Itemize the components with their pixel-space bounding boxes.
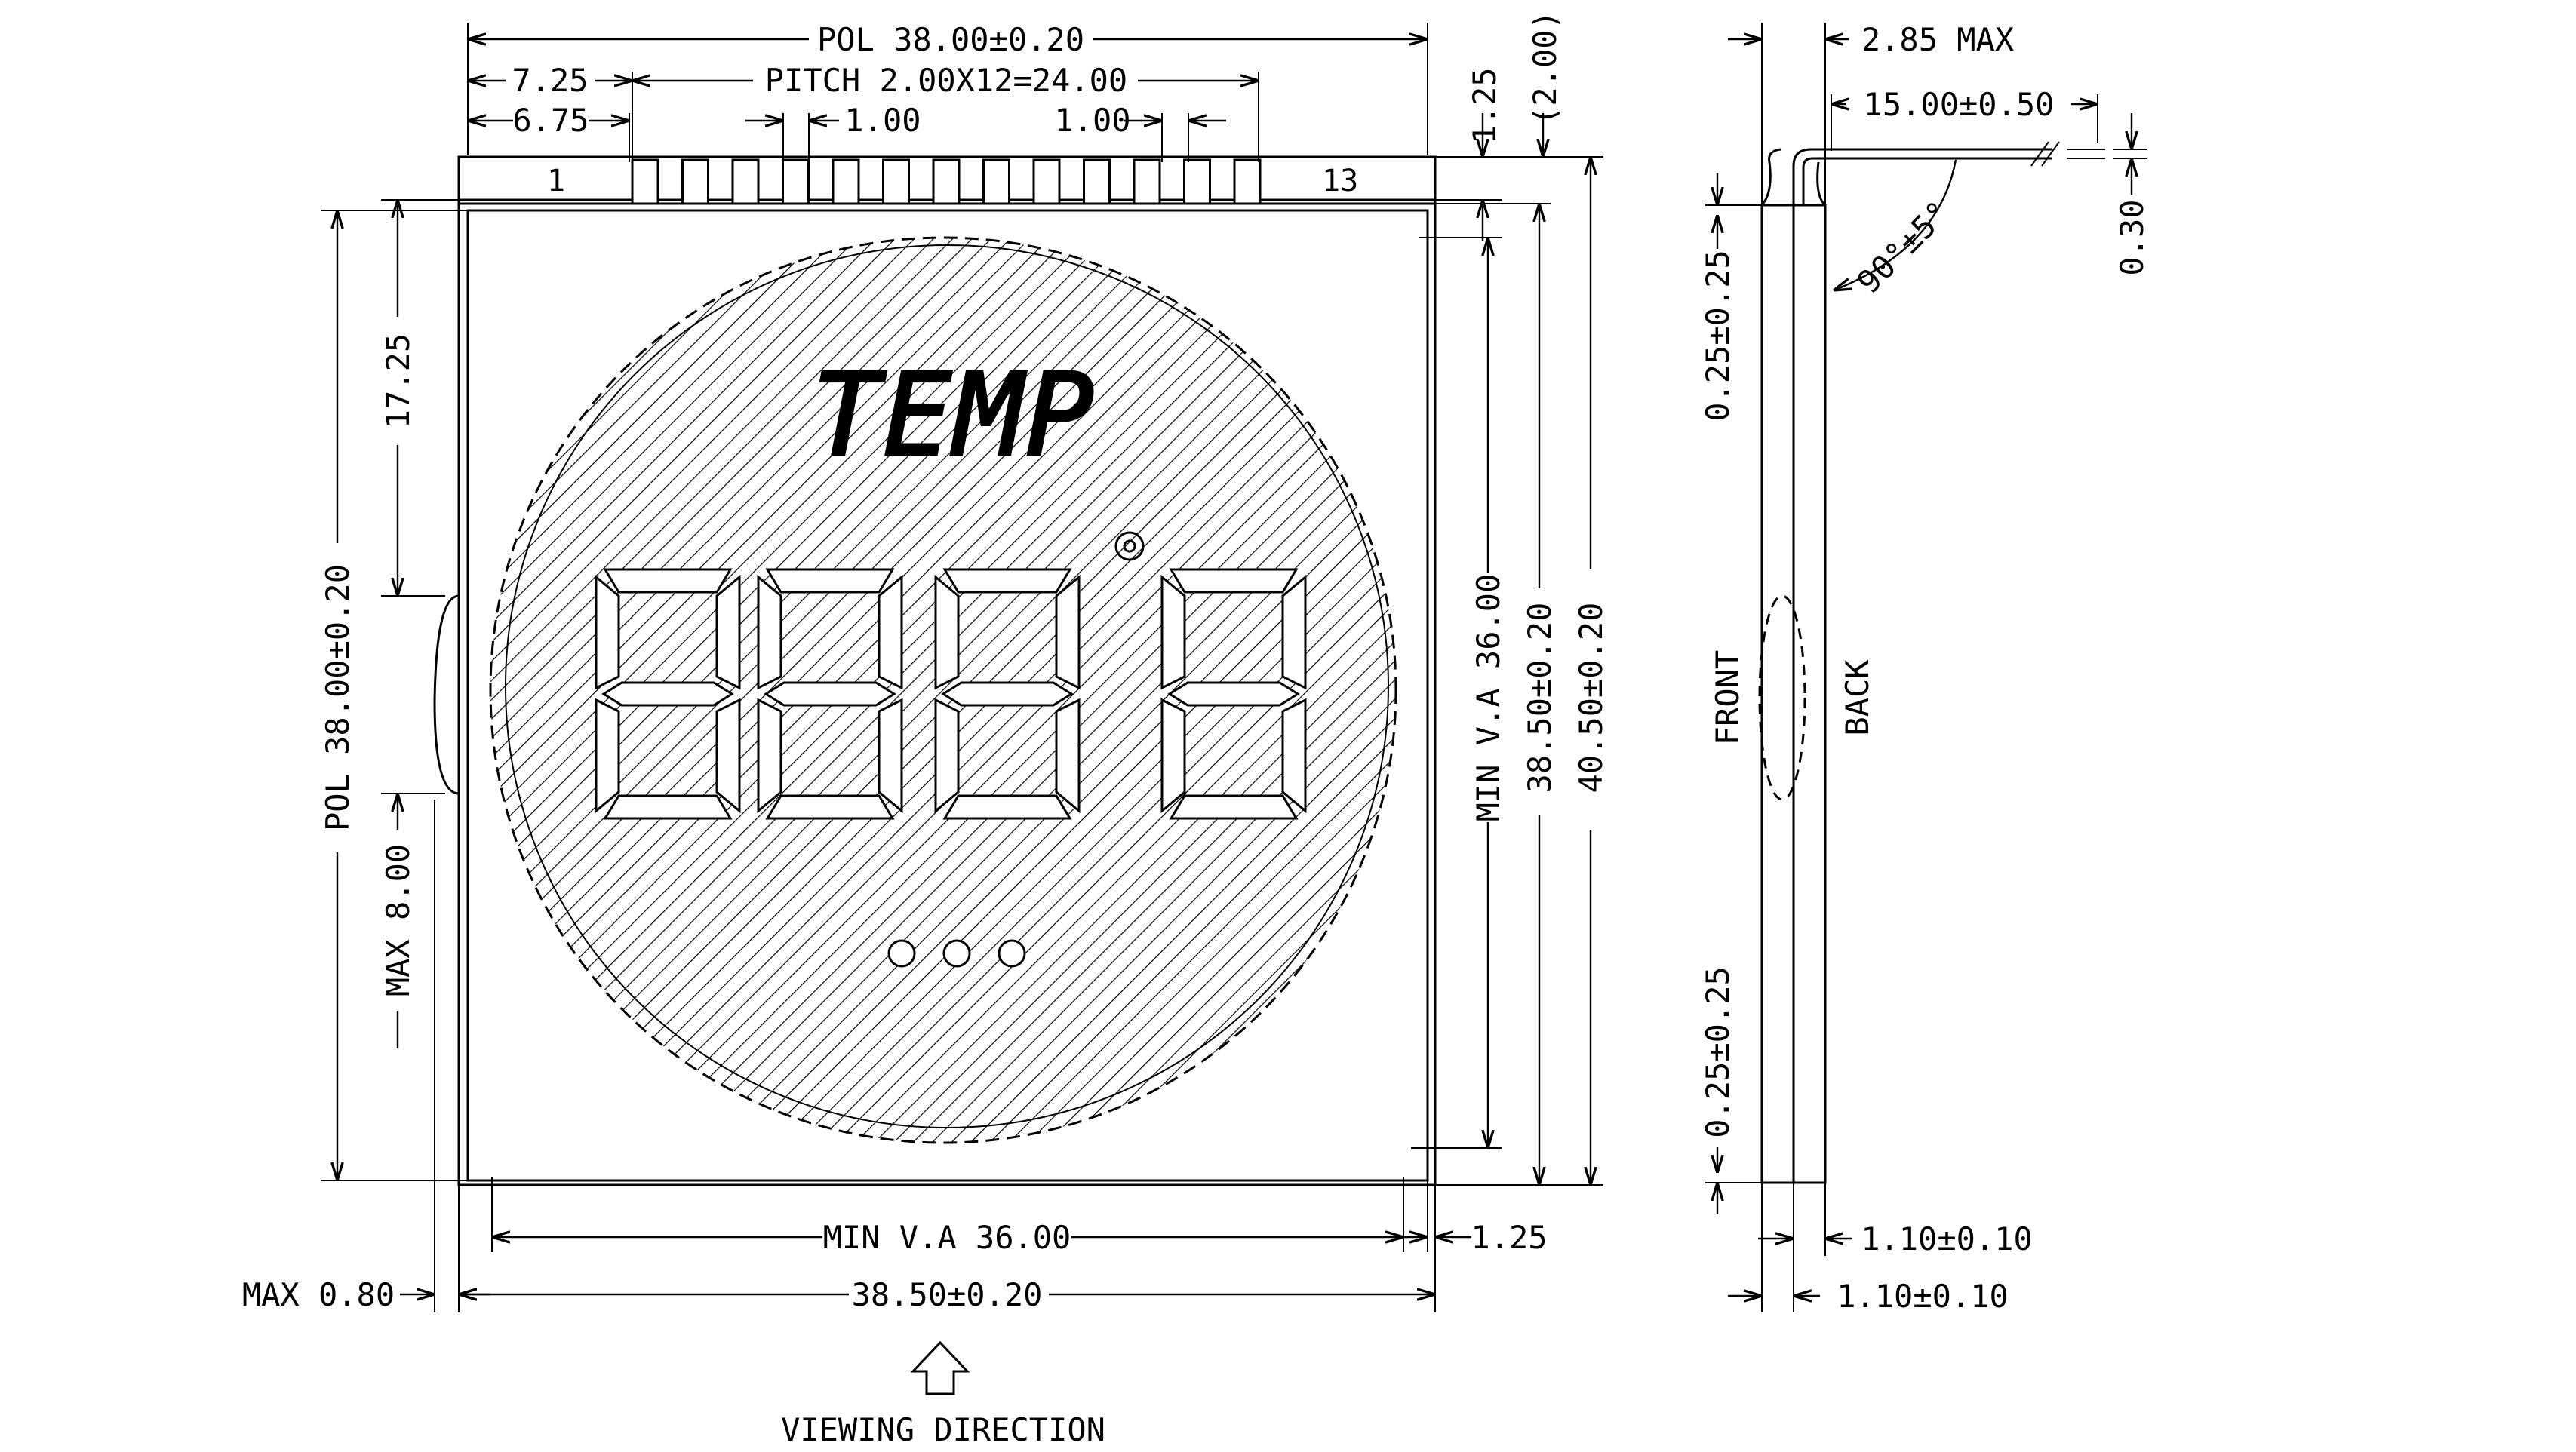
digit-segment: [715, 698, 741, 814]
digit-segment: [757, 574, 782, 690]
digit-segment: [1055, 698, 1081, 814]
viewing-direction-label: VIEWING DIRECTION: [781, 1411, 1105, 1448]
viewing-area-circle: [489, 236, 1397, 1144]
side-dim-pin-length: 15.00±0.50: [1864, 86, 2055, 123]
digit-segment: [764, 681, 896, 707]
dim-left-offset-long: 7.25: [512, 62, 588, 99]
side-glass-back: [1792, 204, 1827, 1184]
side-dim-offset-bottom: 0.25±0.25: [1699, 966, 1736, 1138]
lcd-pin: [1083, 158, 1111, 205]
degree-symbol-icon: [1114, 531, 1145, 561]
dim-left-top-offset: 17.25: [380, 333, 417, 428]
dim-min-va-horizontal: MIN V.A 36.00: [823, 1219, 1071, 1256]
lcd-pin: [782, 158, 810, 205]
digit-segment: [942, 794, 1072, 820]
dim-width-glass: 38.50±0.20: [852, 1276, 1043, 1313]
digit-segment: [765, 568, 895, 594]
dim-right-margin: 1.25: [1471, 1219, 1547, 1256]
digit-segment: [878, 698, 903, 814]
polarizer-outline: [466, 209, 1429, 1182]
lcd-pin: [1183, 158, 1211, 205]
dim-pol-width: POL 38.00±0.20: [817, 21, 1084, 58]
digit-segment: [941, 681, 1074, 707]
dim-pol-height: POL 38.00±0.20: [319, 564, 356, 831]
side-tab: [433, 594, 460, 795]
lcd-pin: [1233, 158, 1262, 205]
lcd-pin: [982, 158, 1010, 205]
lcd-pin: [832, 158, 860, 205]
lcd-pin: [882, 158, 910, 205]
side-glass-front: [1760, 204, 1795, 1184]
digit-segment: [878, 574, 903, 690]
digit-segment: [1169, 794, 1299, 820]
side-view: [1758, 141, 2105, 1184]
viewing-area-inner-circle: [505, 244, 1389, 1128]
lcd-pin: [932, 158, 961, 205]
lcd-pin: [1133, 158, 1161, 205]
digit-segment: [934, 574, 960, 690]
side-dim-glass-thickness-a: 1.10±0.10: [1861, 1220, 2033, 1257]
seven-segment-digits: [595, 568, 1307, 820]
pin-first-label: 1: [547, 164, 565, 198]
lcd-pin: [731, 158, 760, 205]
digit-segment: [715, 574, 741, 690]
digit-segment: [1055, 574, 1081, 690]
digit-segment: [934, 698, 960, 814]
digit-segment: [1281, 574, 1307, 690]
dim-pin-width-b: 1.00: [1054, 102, 1130, 139]
indicator-dot: [998, 939, 1026, 968]
side-dimensions: 2.85 MAX 15.00±0.50 0.30 90°±5° 0.25±0.2…: [1699, 21, 2150, 1315]
dim-height-glass: 38.50±0.20: [1521, 603, 1558, 794]
side-dim-pin-thickness: 0.30: [2113, 199, 2150, 275]
indicator-dot: [942, 939, 971, 968]
pin-row: [631, 158, 1262, 205]
dim-pin-width-a: 1.00: [844, 102, 921, 139]
dim-top-ref: (2.00): [1526, 11, 1563, 125]
digit-segment: [765, 794, 895, 820]
digit-segment: [601, 681, 734, 707]
digit-segment: [595, 574, 620, 690]
front-view: 1 13 TEMP: [433, 155, 1437, 1186]
dim-pitch: PITCH 2.00X12=24.00: [765, 62, 1127, 99]
digit-segment: [595, 698, 620, 814]
dim-max-left: MAX 0.80: [242, 1276, 395, 1313]
dim-min-va-vertical: MIN V.A 36.00: [1470, 574, 1507, 822]
digit-segment: [603, 568, 733, 594]
pin-last-label: 13: [1322, 164, 1358, 198]
digit-segment: [1167, 681, 1300, 707]
dim-max-tab-height: MAX 8.00: [380, 844, 417, 996]
connector-ellipse: [1758, 594, 1806, 801]
lcd-pin: [1032, 158, 1061, 205]
dim-height-total: 40.50±0.20: [1572, 603, 1609, 794]
lcd-pin: [631, 158, 659, 205]
side-dim-offset-top: 0.25±0.25: [1699, 250, 1736, 422]
digit-segment: [603, 794, 733, 820]
degree-symbol-inner-icon: [1123, 539, 1136, 553]
lcd-pin: [681, 158, 709, 205]
digit-segment: [1281, 698, 1307, 814]
dim-top-height: 1.25: [1466, 67, 1503, 143]
side-pin: [1792, 148, 2052, 205]
side-dim-bend-angle: 90°±5°: [1850, 194, 1957, 301]
temp-segment-label: TEMP: [810, 348, 1096, 483]
dim-left-offset-short: 6.75: [512, 102, 589, 139]
side-dim-thickness-max: 2.85 MAX: [1861, 21, 2014, 58]
digit-segment: [1160, 698, 1186, 814]
digit-segment: [942, 568, 1072, 594]
viewing-direction-arrow-icon: [910, 1340, 970, 1395]
side-front-label: FRONT: [1709, 650, 1746, 745]
side-dim-glass-thickness-b: 1.10±0.10: [1837, 1278, 2009, 1315]
digit-segment: [1169, 568, 1299, 594]
side-back-label: BACK: [1839, 659, 1876, 736]
svg-text:TEMP: TEMP: [812, 350, 1096, 481]
front-dimensions: POL 38.00±0.20 7.25 PITCH 2.00X12=24.00 …: [242, 11, 1609, 1448]
digit-segment: [1160, 574, 1186, 690]
indicator-dot: [887, 939, 916, 968]
digit-segment: [757, 698, 782, 814]
side-pin-inner: [1802, 157, 2052, 205]
